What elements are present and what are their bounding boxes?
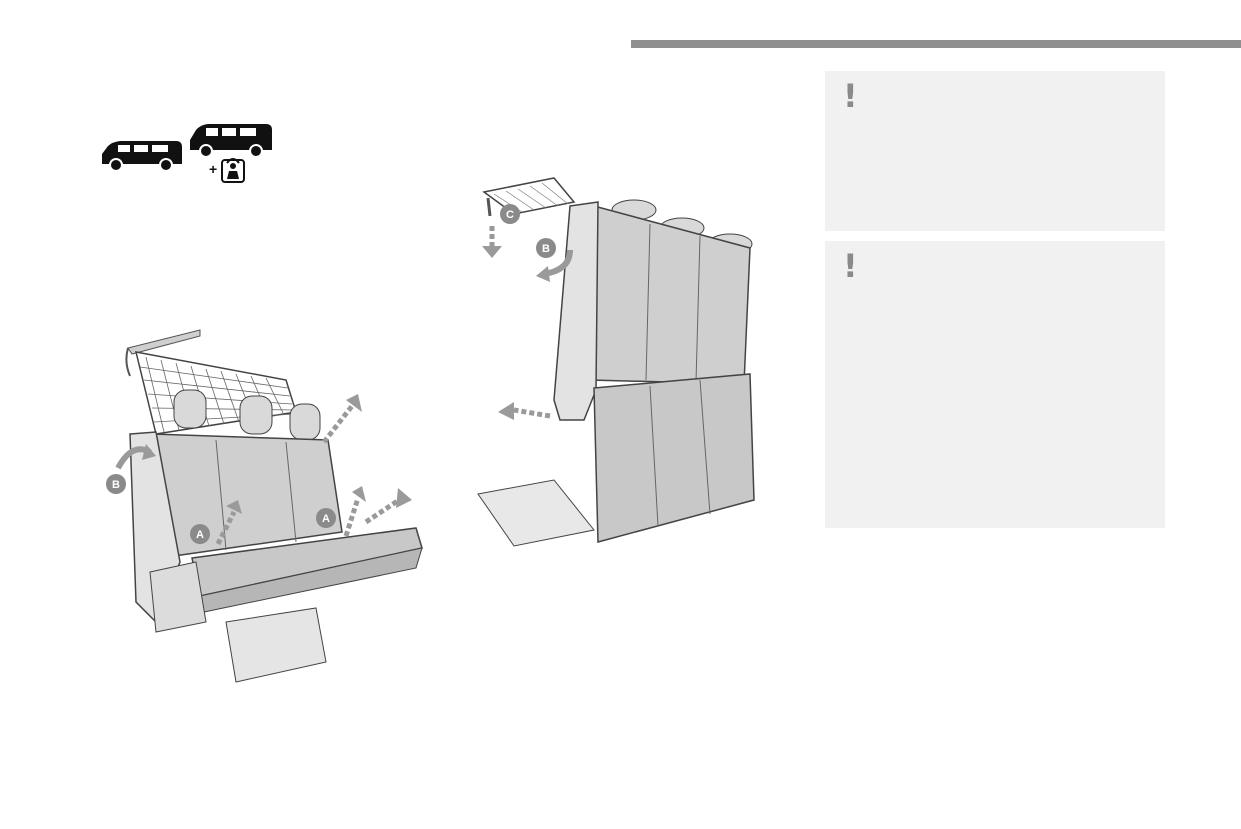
van-icon <box>102 141 182 172</box>
callout-a-left: A <box>190 524 210 544</box>
callout-b: B <box>536 238 556 258</box>
section-header-rule <box>631 40 1241 48</box>
svg-text:B: B <box>542 243 550 255</box>
warning-box: ! <box>825 71 1165 231</box>
callout-b: B <box>106 474 126 494</box>
folded-bench-illustration: C B <box>474 170 800 550</box>
van-icon <box>190 124 272 158</box>
callout-c: C <box>500 204 520 224</box>
warning-icon: ! <box>843 77 858 115</box>
plus-sign: + <box>209 161 217 177</box>
child-lock-icon <box>221 158 245 183</box>
warning-box: ! <box>825 241 1165 528</box>
svg-text:B: B <box>112 479 120 491</box>
warning-icon: ! <box>843 247 858 285</box>
callout-a-right: A <box>316 508 336 528</box>
arrow-icon <box>215 404 404 546</box>
arrow-icon <box>489 226 551 419</box>
vehicle-version-icons: + <box>98 120 278 188</box>
svg-text:C: C <box>506 209 514 221</box>
svg-text:A: A <box>196 529 204 541</box>
svg-text:A: A <box>322 513 330 525</box>
rear-bench-net-illustration: A A B <box>96 322 432 710</box>
